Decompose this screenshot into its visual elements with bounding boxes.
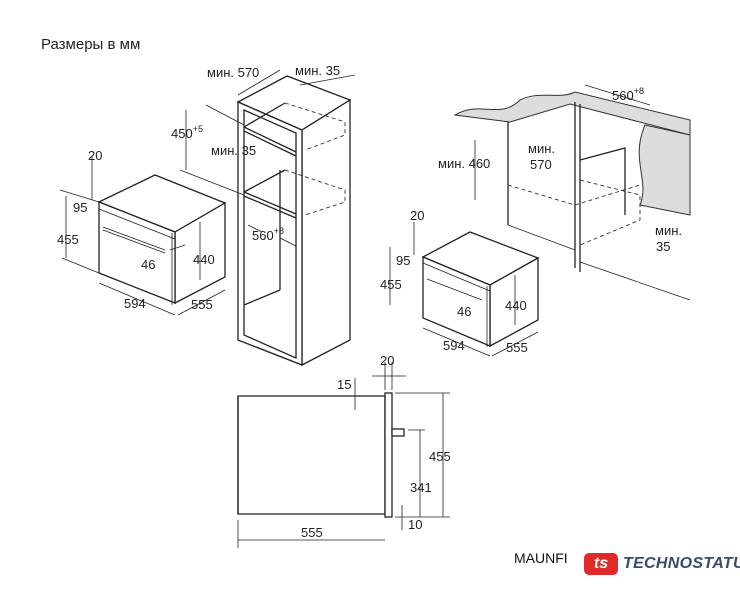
dim-20: 20: [410, 208, 424, 223]
dim-440: 440: [505, 298, 527, 313]
logo-mark: ts: [584, 553, 618, 575]
dim-min-570-a: мин.: [528, 141, 555, 156]
left-oven: 20 95 455 440 46 594 555: [57, 148, 227, 316]
dim-min-35-top: мин. 35: [295, 63, 340, 78]
dim-min-35-a: мин.: [655, 223, 682, 238]
dim-594: 594: [124, 296, 146, 311]
dim-95: 95: [73, 200, 87, 215]
dim-46: 46: [457, 304, 471, 319]
right-oven: 20 95 455 440 46 594 555: [380, 208, 540, 357]
dim-min-570: мин. 570: [207, 65, 259, 80]
logo-name: TECHNOSTATUS: [623, 555, 740, 572]
dim-560-counter: 560+8: [612, 86, 644, 103]
dim-455: 455: [380, 277, 402, 292]
dim-455: 455: [57, 232, 79, 247]
dim-15: 15: [337, 377, 351, 392]
dim-560: 560+8: [252, 226, 284, 243]
dim-20: 20: [88, 148, 102, 163]
dim-555: 555: [506, 340, 528, 355]
side-view: 20 15 455 341 10 555: [237, 353, 451, 548]
manufacturer-label: MAUNFI: [514, 550, 568, 566]
dim-450: 450+5: [171, 124, 203, 141]
dim-440: 440: [193, 252, 215, 267]
dim-20: 20: [380, 353, 394, 368]
dim-594: 594: [443, 338, 465, 353]
dim-10: 10: [408, 517, 422, 532]
under-counter-cabinet: 560+8 мин. 460 мин. 570 мин. 35: [438, 84, 691, 301]
diagram-title: Размеры в мм: [41, 36, 141, 53]
technostatus-logo: ts TECHNOSTATUS: [584, 553, 740, 575]
dim-455: 455: [429, 449, 451, 464]
dim-95: 95: [396, 253, 410, 268]
dim-min-35-b: 35: [656, 239, 670, 254]
tall-cabinet: мин. 570 мин. 35 450+5 мин. 35 560+8: [171, 63, 356, 367]
dim-555: 555: [301, 525, 323, 540]
dim-min-35-mid: мин. 35: [211, 143, 256, 158]
dim-341: 341: [410, 480, 432, 495]
dim-min-570-b: 570: [530, 157, 552, 172]
dim-555: 555: [191, 297, 213, 312]
dim-min-460: мин. 460: [438, 156, 490, 171]
dim-46: 46: [141, 257, 155, 272]
